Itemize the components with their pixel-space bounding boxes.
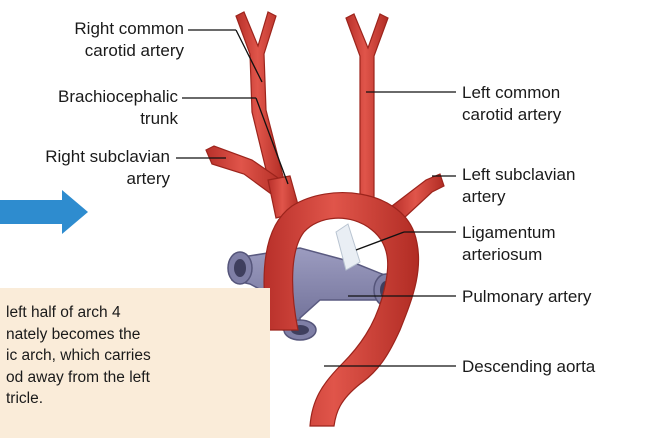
label-brachiocephalic-trunk: Brachiocephalic trunk: [58, 86, 178, 130]
note-box: left half of arch 4 nately becomes the i…: [0, 288, 270, 438]
label-left-subclavian: Left subclavian artery: [462, 164, 575, 208]
label-left-common-carotid: Left common carotid artery: [462, 82, 561, 126]
label-right-common-carotid: Right common carotid artery: [74, 18, 184, 62]
label-right-subclavian: Right subclavian artery: [45, 146, 170, 190]
direction-arrow: [0, 190, 88, 234]
label-ligamentum-arteriosum: Ligamentum arteriosum: [462, 222, 556, 266]
label-pulmonary-artery: Pulmonary artery: [462, 286, 591, 308]
note-text: left half of arch 4 nately becomes the i…: [6, 302, 151, 410]
label-descending-aorta: Descending aorta: [462, 356, 595, 378]
